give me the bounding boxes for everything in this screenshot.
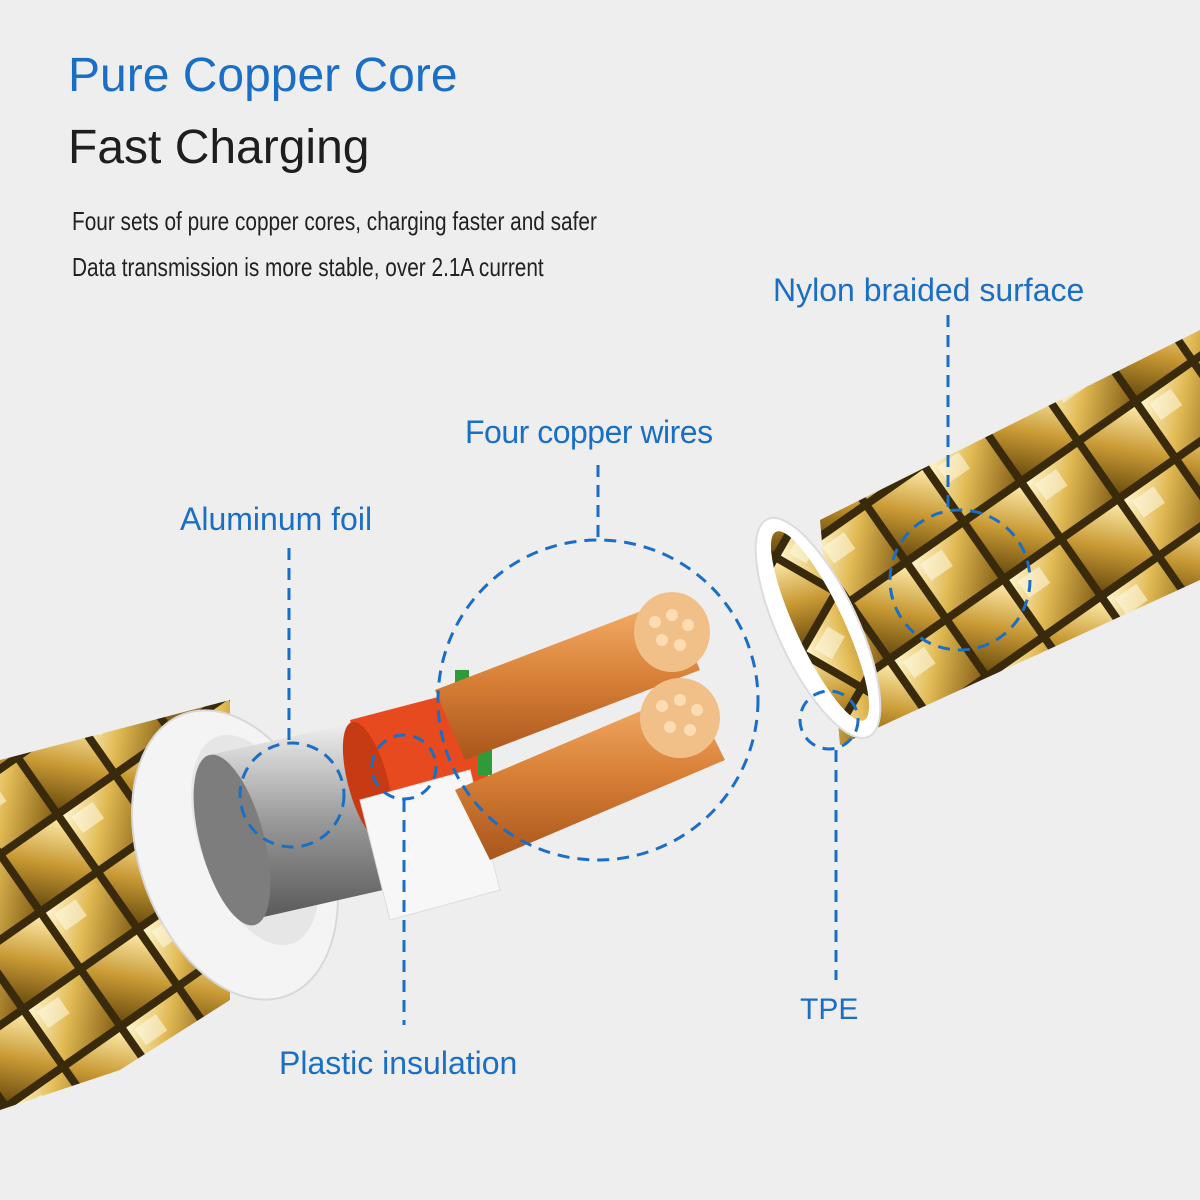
tpe-marker [798,689,860,751]
aluminum-marker [238,741,346,849]
callout-tpe: TPE [800,993,859,1026]
copper-wire-top [435,592,710,760]
copper-wire-bottom [455,678,725,860]
callout-markers [238,315,1032,1025]
callout-aluminum-foil: Aluminum foil [180,501,373,537]
callout-nylon-braided-surface: Nylon braided surface [773,272,1085,308]
description-line-2: Data transmission is more stable, over 2… [72,252,544,282]
nylon-marker [888,508,1032,652]
callout-four-copper-wires: Four copper wires [465,414,713,450]
page-subtitle: Fast Charging [68,121,370,174]
plastic-marker [370,733,438,801]
description-line-1: Four sets of pure copper cores, charging… [72,206,597,236]
callout-plastic-insulation: Plastic insulation [279,1045,518,1081]
copper-marker [436,538,760,862]
page-title: Pure Copper Core [68,49,458,102]
braided-cable-right [754,330,1200,745]
